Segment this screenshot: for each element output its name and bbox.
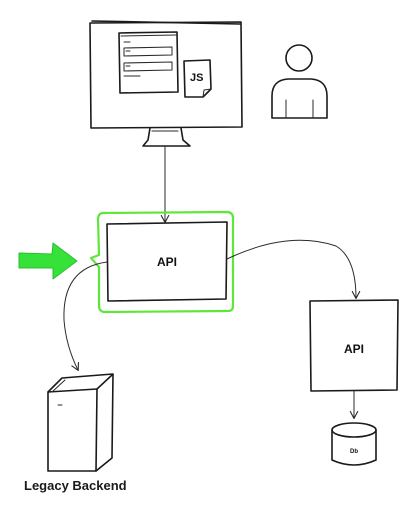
legacy-backend-caption: Legacy Backend bbox=[24, 478, 127, 493]
database-icon[interactable]: Db bbox=[331, 422, 377, 466]
database-label: Db bbox=[350, 449, 358, 455]
web-form-icon bbox=[118, 31, 179, 94]
gateway-to-legacy-connector bbox=[63, 261, 108, 370]
api-gateway-node[interactable]: API bbox=[89, 210, 235, 314]
api-service-node[interactable]: API bbox=[309, 299, 399, 392]
user-icon bbox=[271, 44, 328, 119]
green-arrow-icon bbox=[18, 242, 78, 280]
gateway-highlight bbox=[89, 210, 235, 314]
js-file-label: JS bbox=[190, 72, 203, 84]
monitor-icon bbox=[89, 20, 243, 147]
gateway-to-service-connector bbox=[226, 239, 356, 298]
js-file-icon: JS bbox=[183, 59, 212, 98]
api-gateway-label: API bbox=[157, 255, 177, 269]
api-service-label: API bbox=[344, 342, 364, 356]
server-tower-icon[interactable] bbox=[47, 373, 114, 472]
